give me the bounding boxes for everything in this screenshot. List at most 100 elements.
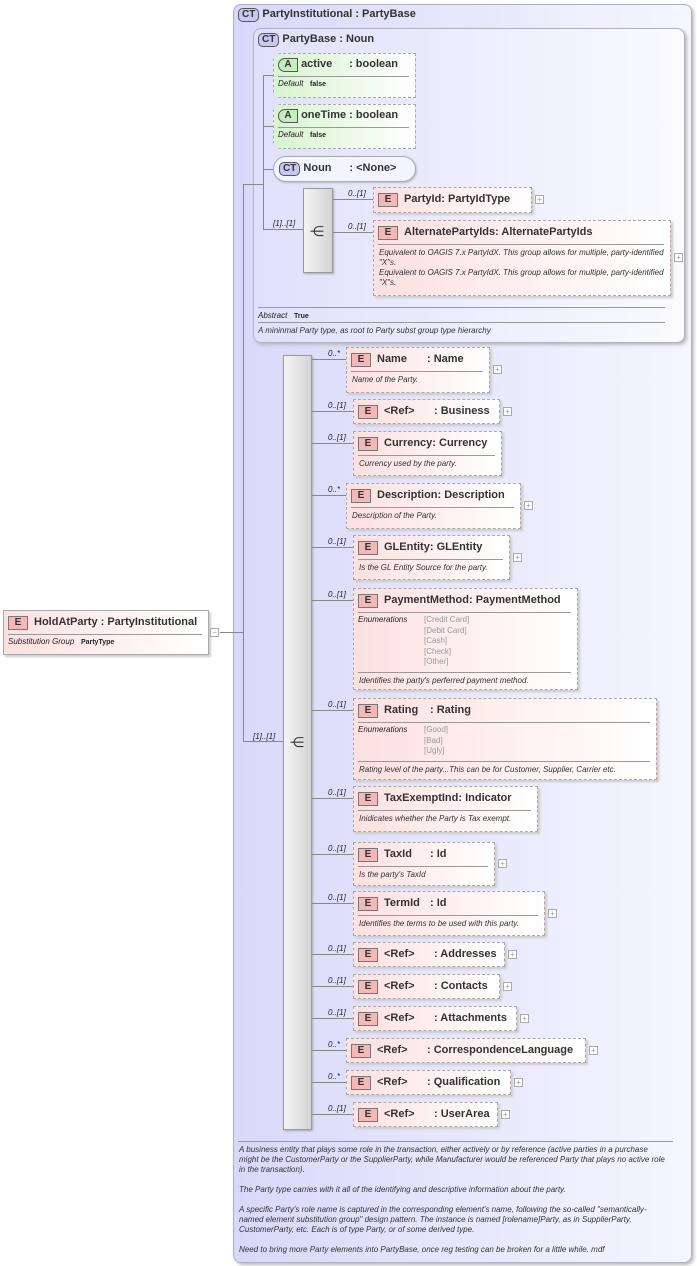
- collapse-toggle[interactable]: −: [210, 628, 219, 637]
- sequence-compositor[interactable]: ⋲: [303, 188, 333, 273]
- connector: [312, 359, 346, 360]
- element-box[interactable]: E<Ref>: Business: [353, 399, 500, 424]
- connector: [263, 126, 273, 127]
- divider: [258, 322, 665, 323]
- expand-toggle[interactable]: +: [514, 1077, 523, 1087]
- connector: [243, 184, 244, 742]
- cardinality: 0..[1]: [348, 189, 366, 198]
- abstract-row: Abstract True: [258, 311, 309, 320]
- enumerations-label: Enumerations: [358, 615, 408, 624]
- cardinality: 0..*: [328, 485, 341, 494]
- attribute-type: : boolean: [349, 58, 398, 70]
- complex-type-icon: CT: [279, 162, 301, 176]
- cardinality: 0..[1]: [348, 222, 366, 231]
- cardinality: 0..[1]: [328, 944, 346, 953]
- connector: [312, 1114, 353, 1115]
- enumeration-value: [Good]: [424, 725, 449, 734]
- element-icon: E: [358, 792, 378, 806]
- connector: [312, 1050, 346, 1051]
- element-icon: E: [351, 353, 371, 367]
- divider: [238, 1141, 673, 1142]
- enumerations-label: Enumerations: [358, 725, 408, 734]
- description-paragraph: The Party type carries with it all of th…: [239, 1185, 566, 1194]
- element-box[interactable]: E<Ref>: Attachments: [353, 1006, 517, 1031]
- element-icon: E: [378, 226, 398, 240]
- element-name: PartyId: [404, 193, 442, 205]
- expand-toggle[interactable]: +: [501, 1109, 510, 1119]
- sequence-compositor[interactable]: ⋲: [283, 355, 312, 1130]
- cardinality: 0..[1]: [328, 976, 346, 985]
- party-base-description: A mininmal Party type, as root to Party …: [258, 326, 491, 335]
- expand-toggle[interactable]: +: [508, 949, 517, 959]
- cardinality: 0..[1]: [328, 788, 346, 797]
- element-name: GLEntity: [384, 541, 430, 553]
- element-box[interactable]: E<Ref>: CorrespondenceLanguage: [346, 1038, 586, 1063]
- element-name: <Ref>: [384, 948, 415, 960]
- element-box[interactable]: E<Ref>: Addresses: [353, 942, 505, 967]
- element-icon: E: [358, 437, 378, 451]
- element-name: Name: [377, 353, 407, 365]
- element-type: : Addresses: [434, 948, 497, 960]
- description-paragraph: Need to bring more Party elements into P…: [239, 1245, 605, 1254]
- cardinality: [1]..[1]: [253, 732, 276, 741]
- expand-toggle[interactable]: +: [493, 365, 502, 374]
- type-name: PartyBase: [282, 33, 337, 45]
- element-type: : PartyInstitutional: [100, 616, 198, 628]
- base-type: : PartyBase: [355, 8, 416, 20]
- expand-toggle[interactable]: +: [548, 908, 557, 918]
- description-paragraph: A business entity that plays some role i…: [239, 1145, 665, 1174]
- connector: [312, 547, 353, 548]
- element-icon: E: [358, 848, 378, 862]
- connector: [312, 443, 353, 444]
- element-type: : GLEntity: [429, 541, 483, 553]
- element-icon: E: [351, 1076, 371, 1090]
- expand-toggle[interactable]: +: [589, 1045, 598, 1055]
- element-icon: E: [358, 405, 378, 419]
- connector: [312, 1082, 346, 1083]
- attribute-name: active: [301, 58, 333, 70]
- element-description: Rating level of the party...This can be …: [359, 764, 616, 774]
- expand-toggle[interactable]: +: [498, 859, 507, 868]
- connector: [312, 411, 353, 412]
- cardinality: 0..[1]: [328, 700, 346, 709]
- expand-toggle[interactable]: +: [520, 1013, 529, 1023]
- attribute-active[interactable]: A active: boolean Default false: [273, 53, 416, 98]
- type-name: PartyInstitutional: [262, 8, 353, 20]
- element-box[interactable]: E<Ref>: Contacts: [353, 974, 500, 999]
- element-type: : UserArea: [434, 1108, 490, 1120]
- expand-toggle[interactable]: +: [535, 195, 544, 204]
- noun-base-type[interactable]: CT Noun: <None>: [273, 156, 416, 182]
- element-name: PaymentMethod: [384, 594, 469, 606]
- connector: [263, 75, 273, 76]
- sequence-icon: ⋲: [310, 223, 324, 239]
- element-box[interactable]: E<Ref>: UserArea: [353, 1102, 498, 1127]
- expand-toggle[interactable]: +: [513, 552, 522, 562]
- enumeration-value: [Ugly]: [424, 746, 445, 755]
- expand-toggle[interactable]: +: [503, 981, 512, 991]
- cardinality: 0..[1]: [328, 844, 346, 853]
- cardinality: 0..[1]: [328, 537, 346, 546]
- expand-toggle[interactable]: +: [674, 253, 683, 262]
- element-type: : CorrespondenceLanguage: [427, 1044, 574, 1056]
- expand-toggle[interactable]: +: [524, 501, 533, 510]
- element-box[interactable]: E<Ref>: Qualification: [346, 1070, 511, 1095]
- element-name: Description: [377, 489, 438, 501]
- attribute-onetime[interactable]: A oneTime : boolean Default false: [273, 104, 416, 149]
- element-type: : AlternatePartyIds: [495, 226, 593, 238]
- expand-toggle[interactable]: +: [503, 406, 512, 416]
- element-icon: E: [351, 1044, 371, 1058]
- default-value: false: [310, 81, 326, 88]
- element-name: Rating: [384, 704, 419, 716]
